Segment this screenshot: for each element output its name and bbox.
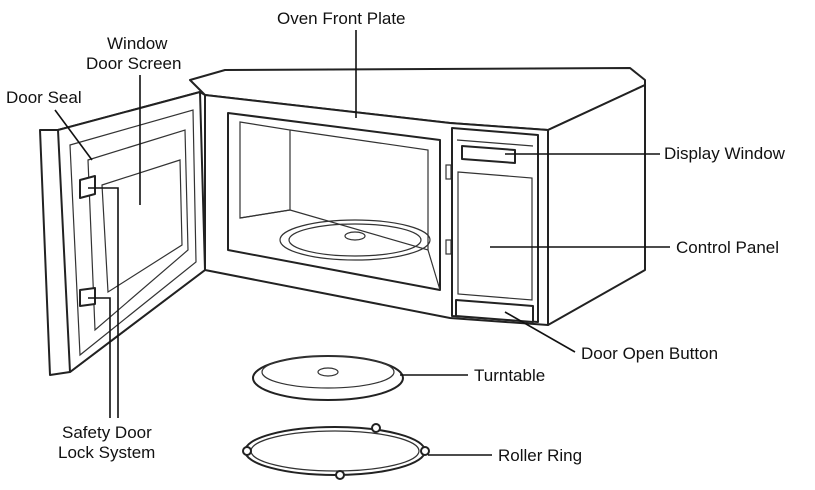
label-safety-door-lock-line1: Safety Door <box>62 423 152 442</box>
label-turntable: Turntable <box>474 366 546 385</box>
label-door-seal: Door Seal <box>6 88 82 107</box>
label-oven-front-plate: Oven Front Plate <box>277 9 406 28</box>
label-window-door-screen-line1: Window <box>107 34 168 53</box>
leader-lines <box>54 30 670 456</box>
label-door-open-button: Door Open Button <box>581 344 719 363</box>
roller-ring-illustration <box>242 423 430 480</box>
label-control-panel: Control Panel <box>676 238 780 257</box>
microwave-door <box>39 91 206 376</box>
turntable-illustration <box>252 355 404 401</box>
label-roller-ring: Roller Ring <box>498 446 583 465</box>
label-display-window: Display Window <box>664 144 785 163</box>
microwave-body <box>189 67 646 326</box>
label-window-door-screen-line2: Door Screen <box>86 54 182 73</box>
label-safety-door-lock-line2: Lock System <box>58 443 156 462</box>
